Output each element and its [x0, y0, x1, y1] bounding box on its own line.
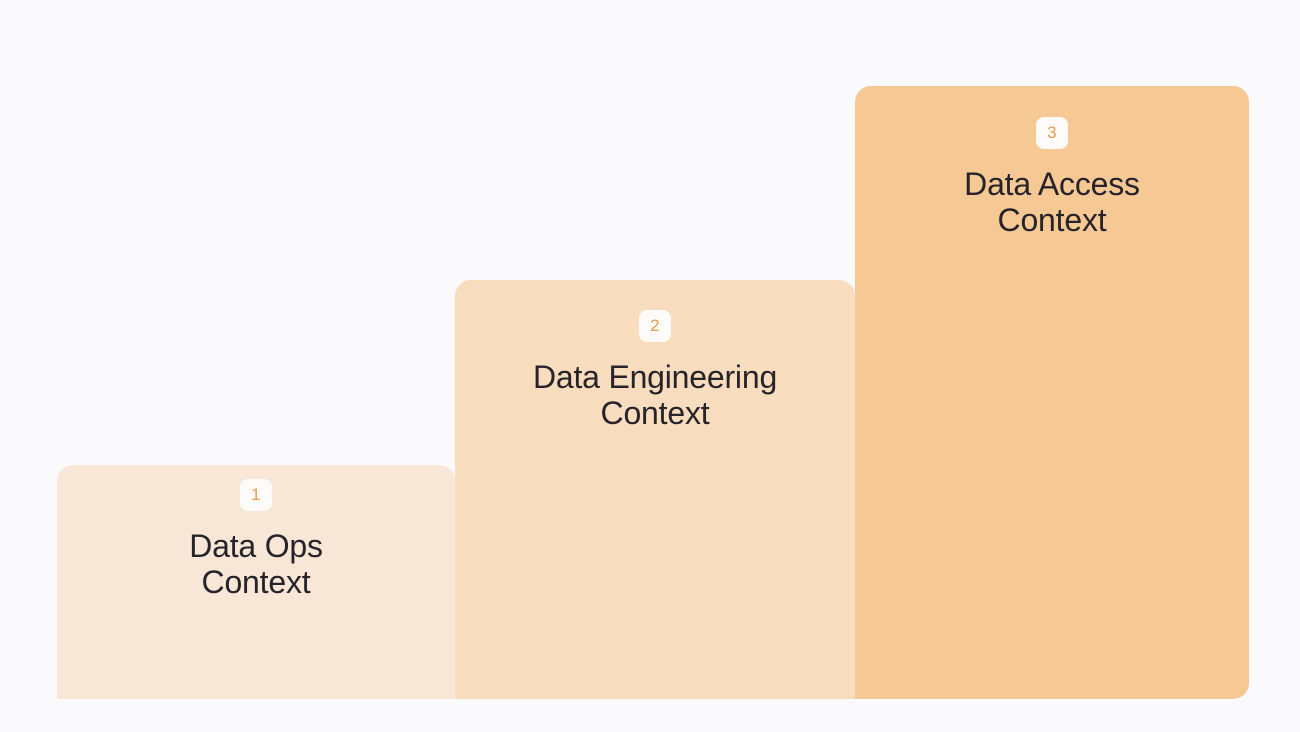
step-title-3: Data Access Context [964, 166, 1140, 238]
step-number-badge-3: 3 [1036, 117, 1068, 149]
step-column-3[interactable]: 3 Data Access Context [855, 86, 1249, 699]
step-number-badge-2: 2 [639, 310, 671, 342]
step-column-2[interactable]: 2 Data Engineering Context [455, 280, 855, 699]
step-title-1: Data Ops Context [189, 528, 323, 600]
step-title-2: Data Engineering Context [532, 359, 778, 431]
step-column-1[interactable]: 1 Data Ops Context [57, 465, 455, 699]
step-number-badge-1: 1 [240, 479, 272, 511]
